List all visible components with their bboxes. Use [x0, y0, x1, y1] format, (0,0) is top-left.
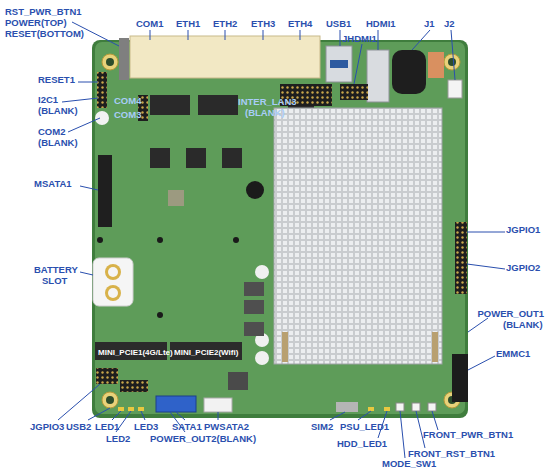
part-label: RESET1 [38, 74, 75, 85]
part-label: USB2 [66, 421, 91, 432]
part-label: POWER(TOP) [5, 17, 67, 28]
part-label: (BLANK) [503, 319, 543, 330]
part-label: COM1 [136, 18, 163, 29]
part-label: JHDMI1 [342, 33, 377, 44]
part-label: MINI_PCIE1(4G/Lte) [98, 347, 173, 358]
part-label: POWER_OUT1 [477, 308, 544, 319]
part-label: HDD_LED1 [337, 438, 387, 449]
part-label: (BLANK) [245, 107, 285, 118]
part-label: ETH3 [251, 18, 275, 29]
part-label: MSATA1 [34, 178, 72, 189]
part-label: PWSATA2 [204, 421, 249, 432]
part-label: LED2 [106, 433, 130, 444]
part-label: PSU_LED1 [340, 421, 389, 432]
part-label: USB1 [326, 18, 351, 29]
part-label: JGPIO3 [30, 421, 64, 432]
part-label: LED1 [95, 421, 119, 432]
part-label: SLOT [42, 275, 67, 286]
part-label: COM4 [114, 95, 141, 106]
part-label: SATA1 [172, 421, 202, 432]
part-label: FRONT_RST_BTN1 [408, 448, 495, 459]
part-label: EMMC1 [496, 348, 530, 359]
part-label: MINI_PCIE2(Wifi) [174, 347, 238, 358]
part-label: HDMI1 [366, 18, 396, 29]
part-label: ETH2 [213, 18, 237, 29]
part-label: (BLANK) [38, 137, 78, 148]
part-label: J1 [424, 18, 435, 29]
part-label: POWER_OUT2(BLANK) [150, 433, 256, 444]
part-label: RESET(BOTTOM) [5, 28, 84, 39]
part-label: J2 [444, 18, 455, 29]
part-label: COM2 [38, 126, 65, 137]
part-label: RST_PWR_BTN1 [5, 6, 82, 17]
part-label: JGPIO2 [506, 262, 540, 273]
part-label: LED3 [134, 421, 158, 432]
part-label: FRONT_PWR_BTN1 [423, 429, 513, 440]
part-label: BATTERY [34, 264, 78, 275]
part-label: ETH4 [288, 18, 312, 29]
part-label: COM3 [114, 109, 141, 120]
part-label: JGPIO1 [506, 224, 540, 235]
part-label: INTER_LAN3 [238, 96, 297, 107]
part-label: MODE_SW1 [382, 458, 436, 469]
part-label: (BLANK) [38, 105, 78, 116]
part-label: SIM2 [311, 421, 333, 432]
part-label: ETH1 [176, 18, 200, 29]
part-label: I2C1 [38, 94, 58, 105]
